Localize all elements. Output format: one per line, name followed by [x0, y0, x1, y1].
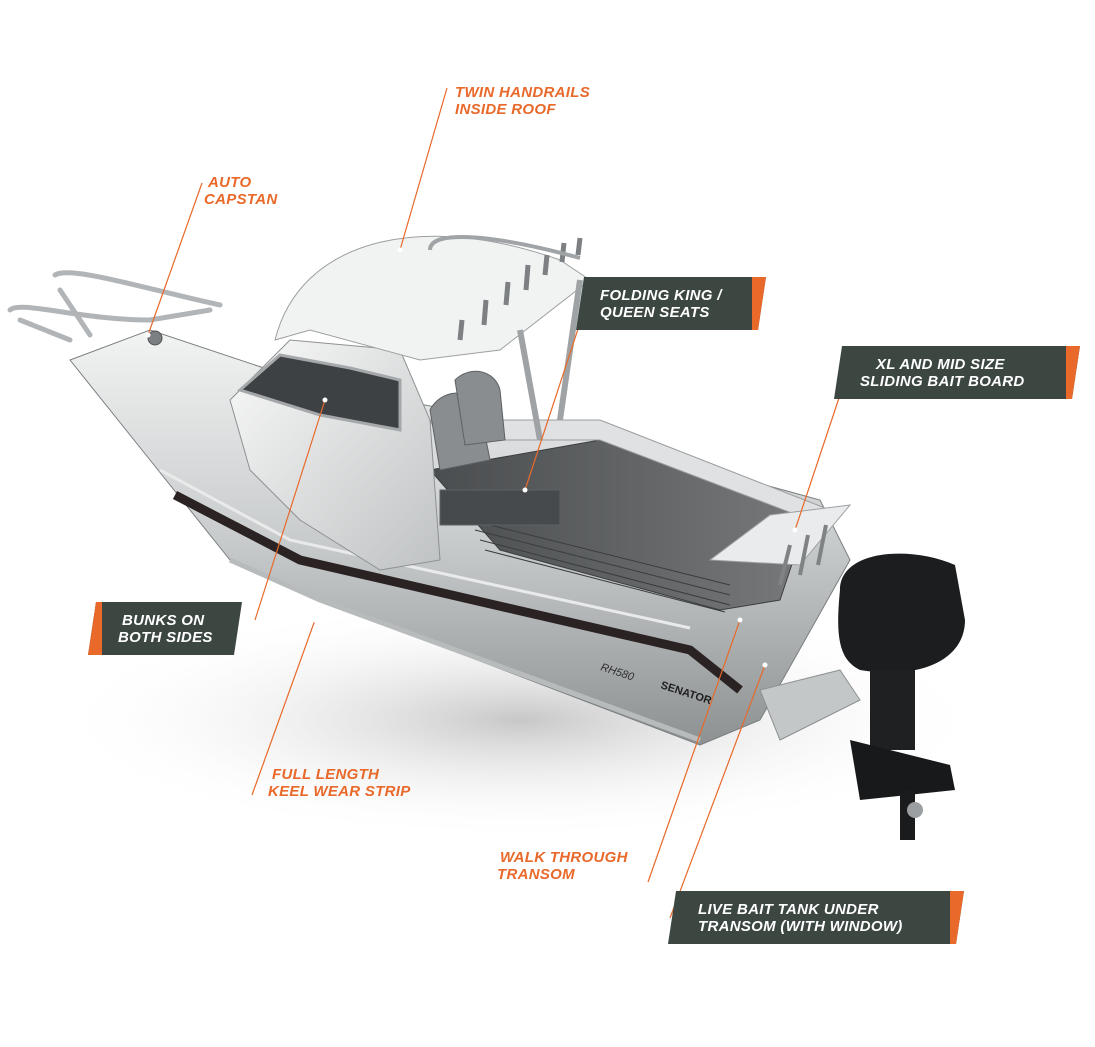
callout-line: AUTO	[208, 174, 252, 191]
callout-line: LIVE BAIT TANK UNDER	[698, 901, 879, 918]
callout-keel-strip: FULL LENGTH KEEL WEAR STRIP	[268, 766, 411, 800]
transom-step	[759, 669, 861, 741]
callout-line: TRANSOM (WITH WINDOW)	[698, 918, 903, 935]
capstan	[147, 330, 163, 346]
callout-bait-board: XL AND MID SIZE SLIDING BAIT BOARD	[834, 346, 1080, 399]
callout-line: TRANSOM	[497, 866, 575, 883]
hull-stripe	[172, 491, 743, 694]
seats	[429, 370, 561, 526]
leader-lines	[147, 87, 841, 919]
callout-line: SLIDING BAIT BOARD	[860, 373, 1025, 390]
leader-dots	[145, 247, 798, 668]
callout-line: BUNKS ON	[122, 612, 205, 629]
keel-strip	[228, 557, 701, 743]
callout-line: BOTH SIDES	[118, 629, 213, 646]
bow-rail	[7, 270, 223, 343]
callout-line: CAPSTAN	[204, 191, 278, 208]
roof	[274, 235, 591, 361]
callout-bunks: BUNKS ON BOTH SIDES	[88, 602, 242, 655]
callout-walk-through: WALK THROUGH TRANSOM	[497, 849, 628, 883]
callout-line: TWIN HANDRAILS	[455, 84, 591, 101]
deck-treads	[469, 519, 731, 613]
callout-line: FOLDING KING /	[600, 287, 722, 304]
outboard-motor	[838, 553, 965, 840]
callout-live-bait: LIVE BAIT TANK UNDER TRANSOM (WITH WINDO…	[668, 891, 964, 944]
callout-line: INSIDE ROOF	[455, 101, 556, 118]
roof-rod-holders	[457, 237, 583, 341]
callout-line: QUEEN SEATS	[600, 304, 710, 321]
callout-line: WALK THROUGH	[500, 849, 628, 866]
roof-supports	[517, 279, 583, 441]
callout-folding-seats: FOLDING KING / QUEEN SEATS	[576, 277, 766, 330]
rear-rod-holders	[778, 524, 828, 586]
callout-line: FULL LENGTH	[272, 766, 380, 783]
callout-line: XL AND MID SIZE	[876, 356, 1005, 373]
roof-handrail	[428, 234, 581, 260]
bait-board	[708, 504, 852, 566]
callout-twin-handrails: TWIN HANDRAILS INSIDE ROOF	[455, 84, 590, 118]
callout-auto-capstan: AUTO CAPSTAN	[204, 174, 278, 208]
callout-line: KEEL WEAR STRIP	[268, 783, 411, 800]
